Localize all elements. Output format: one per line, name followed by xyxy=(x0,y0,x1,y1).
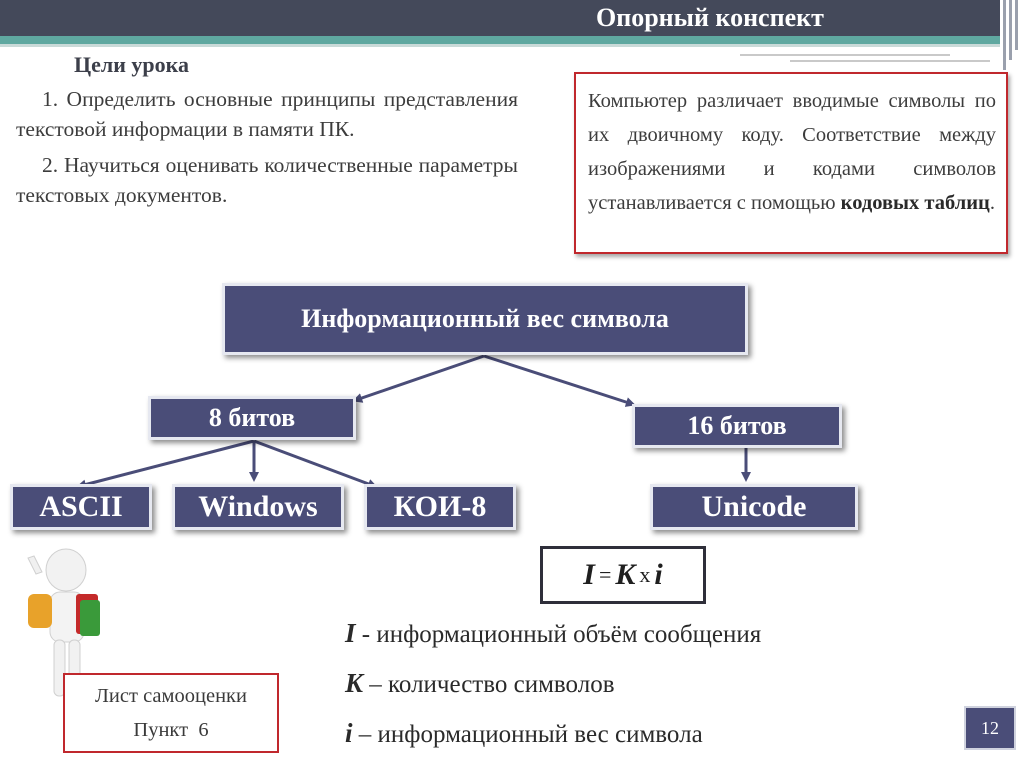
node-16-bits: 16 битов xyxy=(632,404,842,448)
page-title: Опорный конспект xyxy=(596,3,824,32)
definition-line: i – информационный вес символа xyxy=(345,718,703,749)
formula-I: I xyxy=(583,558,595,591)
definition-line: I - информационный объём сообщения xyxy=(345,618,761,649)
decorative-line xyxy=(790,60,990,62)
note-end: . xyxy=(989,192,995,214)
arrow-to-8bit xyxy=(352,354,485,403)
node-windows: Windows xyxy=(172,484,344,530)
definition-symbol: i xyxy=(345,718,353,748)
note-text: Компьютер различает вводимые символы по … xyxy=(588,90,996,214)
decorative-bar xyxy=(1009,0,1012,60)
node-8-bits: 8 битов xyxy=(148,396,356,440)
page-number: 12 xyxy=(964,706,1016,750)
definition-line: K – количество символов xyxy=(345,668,615,699)
self-assessment-title: Лист самооценки xyxy=(95,685,247,707)
formula-K: K xyxy=(615,558,636,591)
arrow-to-ascii xyxy=(76,439,255,490)
definition-text: – количество символов xyxy=(363,671,615,698)
arrow-to-16bit xyxy=(483,354,636,407)
definition-text: – информационный вес символа xyxy=(352,721,703,748)
header-accent-stripe xyxy=(0,36,1000,44)
definition-text: - информационный объём сообщения xyxy=(355,621,762,648)
formula-box: I = K x i xyxy=(540,546,706,604)
goals-title: Цели урока xyxy=(74,52,189,77)
definition-symbol: I xyxy=(345,618,356,648)
header-band xyxy=(0,0,1000,36)
definition-symbol: K xyxy=(345,668,364,698)
arrow-to-koi8 xyxy=(253,439,378,489)
root-node: Информационный вес символа xyxy=(222,283,748,355)
note-bold-term: кодовых таблиц xyxy=(840,192,990,214)
decorative-line xyxy=(740,54,950,56)
node-unicode: Unicode xyxy=(650,484,858,530)
self-assessment-item: Пункт 6 xyxy=(133,719,209,741)
self-assessment-box: Лист самооценки Пункт 6 xyxy=(63,673,279,753)
student-figure-icon xyxy=(27,548,100,697)
header-light-stripe xyxy=(0,44,1000,47)
formula-x: x xyxy=(639,562,651,587)
decorative-bar xyxy=(1015,0,1018,50)
formula-eq: = xyxy=(598,562,612,587)
goals-list: 1. Определить основные принципы представ… xyxy=(16,84,518,216)
goal-item: 1. Определить основные принципы представ… xyxy=(16,87,518,141)
note-box: Компьютер различает вводимые символы по … xyxy=(574,72,1008,254)
decorative-bar xyxy=(1003,0,1006,70)
formula-i: i xyxy=(654,558,663,591)
node-koi8: КОИ-8 xyxy=(364,484,516,530)
node-ascii: ASCII xyxy=(10,484,152,530)
goal-item: 2. Научиться оценивать количественные па… xyxy=(16,153,518,207)
